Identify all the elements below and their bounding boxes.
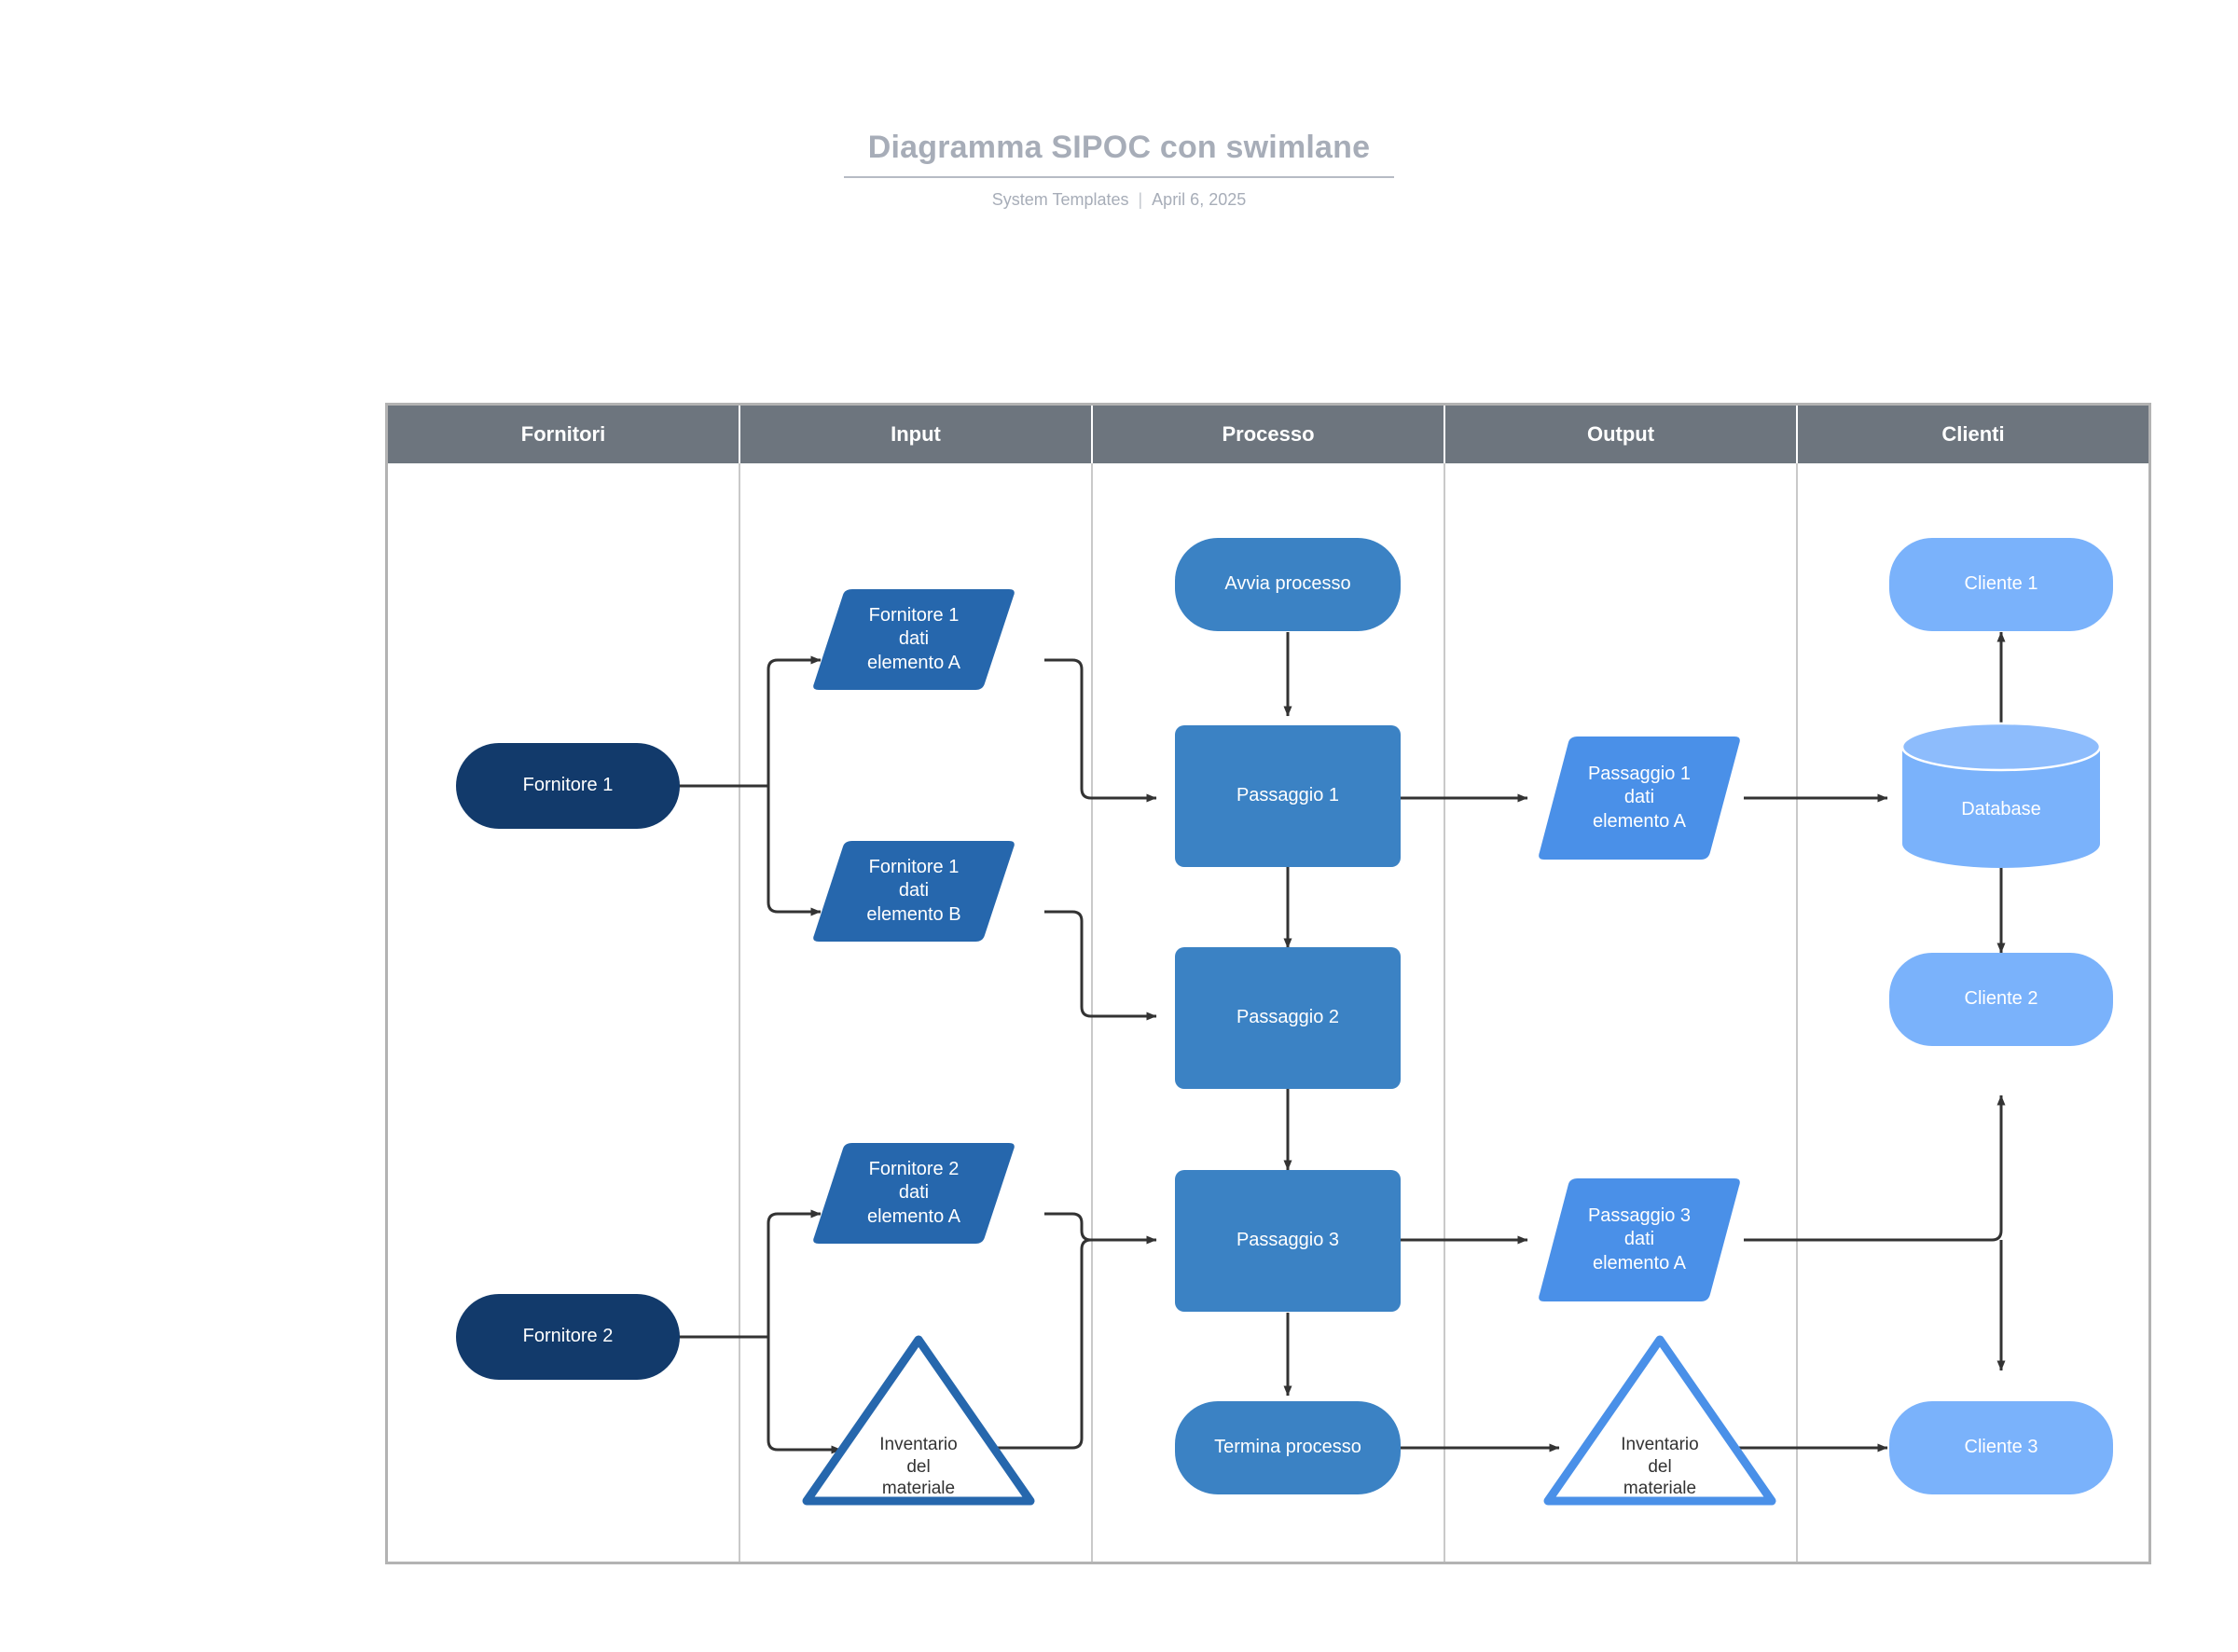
subtitle-separator: | [1138,190,1143,210]
node-label: Passaggio 3 dati elemento A [1587,1205,1692,1273]
connector-f1-to-input1a [767,655,822,786]
cylinder-shape [1900,722,2102,868]
lane-header-input: Input [740,406,1093,463]
connector-input1b-to-passaggio2 [1044,910,1157,1021]
lane-column-fornitori [388,463,740,1562]
parallelogram-shape [1539,1178,1740,1301]
subtitle-source: System Templates [991,190,1129,210]
connector-f1-to-input1b [767,786,822,916]
lane-column-output [1445,463,1798,1562]
subtitle-date: April 6, 2025 [1152,190,1247,210]
lane-column-processo [1093,463,1445,1562]
document-subtitle: System Templates | April 6, 2025 [0,190,2238,210]
parallelogram-shape [813,589,1015,690]
lane-header-clienti: Clienti [1798,406,2148,463]
node-label: Passaggio 1 dati elemento A [1587,763,1692,832]
parallelogram-shape [813,1143,1015,1244]
node-label: Inventario del materiale [1621,1435,1699,1498]
title-block: Diagramma SIPOC con swimlane System Temp… [0,130,2238,210]
node-passaggio-3[interactable]: Passaggio 3 [1175,1170,1401,1312]
parallelogram-shape [1539,737,1740,860]
node-database[interactable]: Database [1900,722,2102,868]
swimlane-body [388,463,2148,1562]
lane-header-processo: Processo [1093,406,1445,463]
node-avvia-processo[interactable]: Avvia processo [1175,538,1401,631]
node-label: Inventario del materiale [879,1435,958,1498]
node-cliente-3[interactable]: Cliente 3 [1889,1401,2113,1494]
node-fornitore-1[interactable]: Fornitore 1 [456,743,680,829]
connector-input1a-to-passaggio1 [1044,658,1157,803]
node-input-fornitore2-dati-a[interactable]: Fornitore 2 dati elemento A [811,1143,1016,1244]
connector-f2-to-input2a [767,1209,822,1337]
node-label: Fornitore 1 dati elemento A [866,604,961,673]
node-output-passaggio1-dati-a[interactable]: Passaggio 1 dati elemento A [1537,737,1742,860]
node-output-inventario-materiale[interactable]: Inventario del materiale [1539,1330,1781,1510]
node-input-inventario-materiale[interactable]: Inventario del materiale [797,1330,1040,1510]
page-title: Diagramma SIPOC con swimlane [843,130,1395,179]
triangle-shape [802,1335,1035,1506]
node-termina-processo[interactable]: Termina processo [1175,1401,1401,1494]
node-passaggio-2[interactable]: Passaggio 2 [1175,947,1401,1089]
node-cliente-2[interactable]: Cliente 2 [1889,953,2113,1046]
lane-column-input [740,463,1093,1562]
connector-output3-to-cliente2 [1744,1094,2006,1242]
node-label: Database [1961,798,2041,819]
parallelogram-shape [813,841,1015,942]
node-passaggio-1[interactable]: Passaggio 1 [1175,725,1401,867]
triangle-shape [1543,1335,1776,1506]
node-output-passaggio3-dati-a[interactable]: Passaggio 3 dati elemento A [1537,1178,1742,1301]
node-label: Fornitore 1 dati elemento B [866,856,961,925]
node-label: Fornitore 2 dati elemento A [866,1158,961,1227]
connector-f2-to-inventory [767,1337,842,1454]
swimlane-header-row: Fornitori Input Processo Output Clienti [388,406,2148,463]
node-cliente-1[interactable]: Cliente 1 [1889,538,2113,631]
node-input-fornitore1-dati-b[interactable]: Fornitore 1 dati elemento B [811,841,1016,942]
lane-header-output: Output [1445,406,1798,463]
lane-header-fornitori: Fornitori [388,406,740,463]
node-fornitore-2[interactable]: Fornitore 2 [456,1294,680,1380]
node-input-fornitore1-dati-a[interactable]: Fornitore 1 dati elemento A [811,589,1016,690]
connector-inventory-to-passaggio3 [988,1238,1156,1450]
